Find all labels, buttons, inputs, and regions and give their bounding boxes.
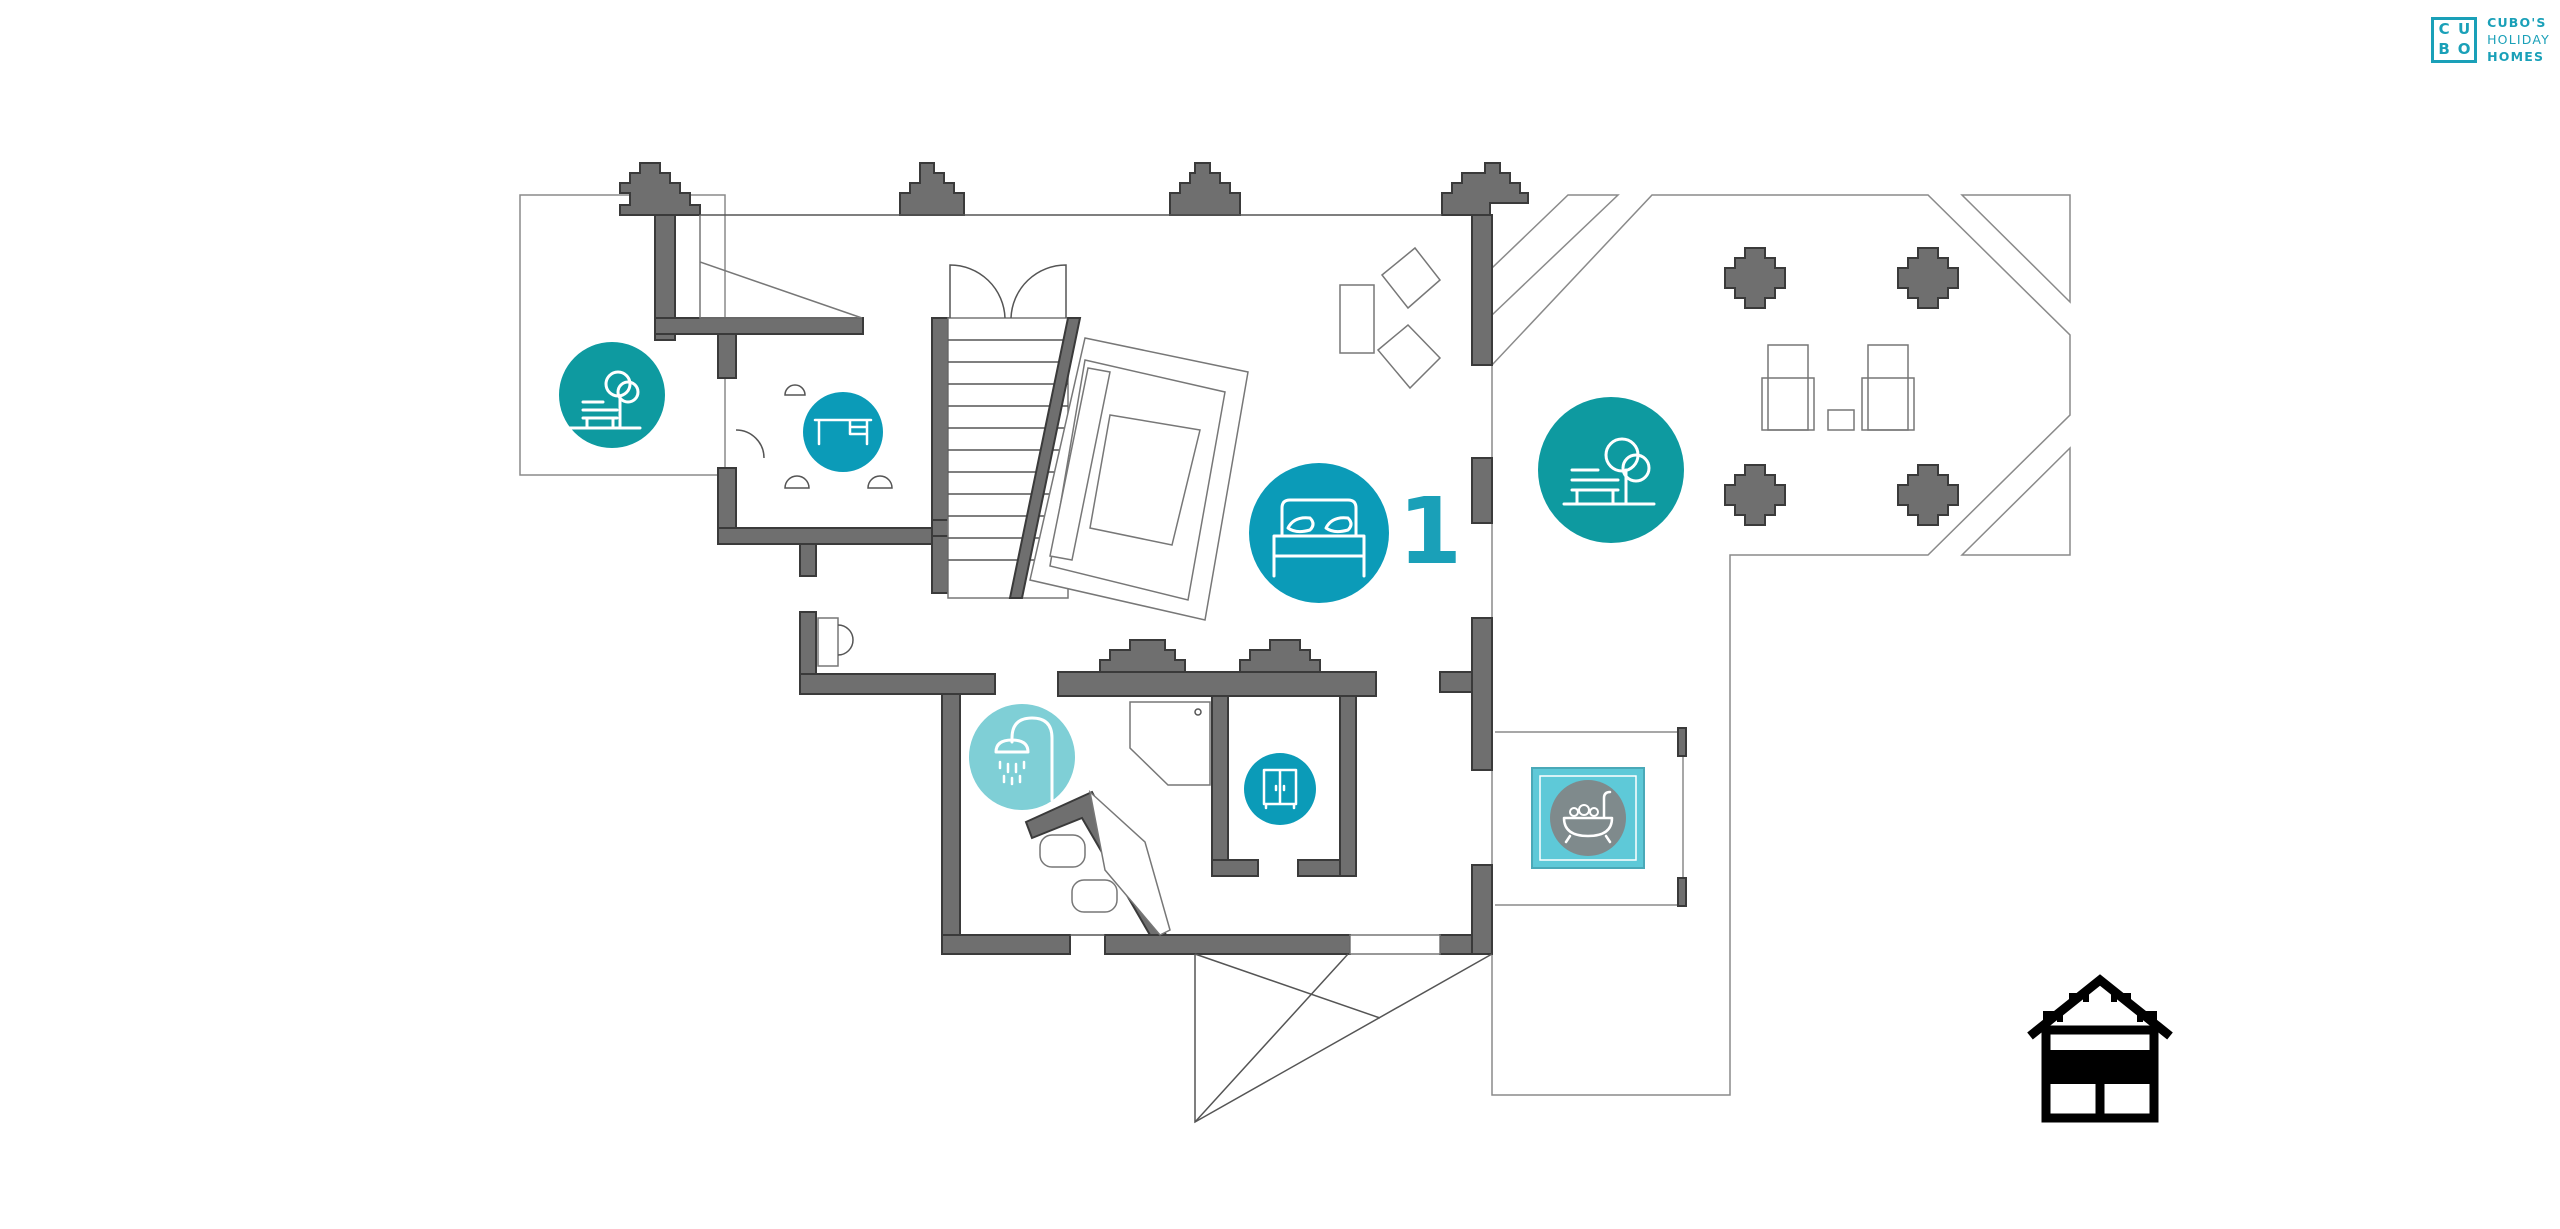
wall	[799, 673, 996, 695]
pillar	[899, 162, 965, 216]
bathtub-icon	[1531, 767, 1645, 869]
logo-line: HOMES	[2487, 49, 2545, 64]
stair-line	[1194, 953, 1381, 1019]
wall	[1297, 859, 1345, 877]
garden-bench-tree-icon	[1538, 397, 1684, 543]
stair-outline	[1194, 953, 1493, 1124]
wardrobe-icon	[1244, 753, 1316, 825]
double-door	[949, 264, 1006, 319]
pillar	[1897, 464, 1959, 526]
wall	[1471, 214, 1493, 366]
logo-letter: U	[2457, 20, 2471, 38]
interior-details	[699, 215, 1915, 1124]
garden-bench-tree-icon	[559, 342, 665, 448]
sun-lounger-arms	[1861, 377, 1915, 431]
wall	[1471, 457, 1493, 524]
light-fixture	[784, 475, 810, 489]
pillar	[1897, 247, 1959, 309]
shower-tray	[1129, 701, 1211, 786]
house-floor-icon	[2027, 974, 2173, 1123]
corridor-outline	[699, 215, 863, 319]
wall	[654, 317, 864, 335]
wall	[717, 333, 737, 379]
wall	[717, 527, 934, 545]
bed-pillows	[1049, 367, 1111, 561]
stair-railing	[1008, 317, 1082, 599]
sun-lounger	[1867, 344, 1909, 431]
appliance-curve	[837, 624, 854, 656]
pillar	[619, 162, 701, 216]
bidet	[1071, 879, 1118, 913]
armchair	[1380, 246, 1442, 310]
cubos-logo: C U B O CUBO'S HOLIDAY HOMES	[2431, 14, 2550, 65]
wall	[941, 693, 961, 955]
double-door	[1010, 264, 1067, 319]
vanity	[1088, 789, 1171, 936]
logo-letter: O	[2457, 40, 2471, 58]
pillar	[1169, 162, 1241, 216]
wall	[1439, 671, 1473, 693]
wall	[1211, 695, 1229, 877]
side-table	[1827, 409, 1855, 431]
wall	[1104, 934, 1351, 955]
toilet	[1039, 834, 1086, 868]
pillar	[1099, 639, 1186, 673]
logo-line: CUBO'S	[2487, 15, 2547, 30]
pillars	[619, 162, 1959, 673]
sun-lounger-arms	[1761, 377, 1815, 431]
window	[1349, 934, 1441, 955]
wall	[1677, 877, 1687, 907]
stair-line	[1194, 953, 1349, 1123]
light-fixture	[784, 384, 806, 396]
wall	[1339, 695, 1357, 877]
logo-line: HOLIDAY	[2487, 32, 2550, 47]
desk-icon	[803, 392, 883, 472]
bedroom-number: 1	[1398, 478, 1463, 585]
side-table	[1339, 284, 1375, 354]
bath-terrace-outline	[1495, 731, 1684, 906]
wall	[941, 934, 1071, 955]
pillar	[1724, 464, 1786, 526]
double-bed-icon	[1249, 463, 1389, 603]
door-swing	[735, 429, 765, 459]
wall	[1211, 859, 1259, 877]
wall	[1057, 671, 1377, 697]
wall	[654, 214, 676, 341]
wall	[1677, 727, 1687, 757]
wall	[1471, 617, 1493, 771]
armchair	[1376, 323, 1442, 390]
terrace-corner-bottom	[1960, 446, 2071, 556]
wall	[799, 543, 817, 577]
light-fixture	[867, 475, 893, 489]
wall	[931, 317, 949, 594]
terrace-corner-top	[1960, 194, 2071, 304]
logo-mark: C U B O	[2431, 16, 2478, 63]
pillar	[1441, 162, 1529, 216]
sun-lounger	[1767, 344, 1809, 431]
wall	[1471, 864, 1493, 955]
terrace-area	[1491, 194, 2071, 1096]
logo-wordmark: CUBO'S HOLIDAY HOMES	[2487, 14, 2550, 65]
drain	[1194, 708, 1202, 716]
shower-icon	[969, 704, 1075, 810]
pillar	[1724, 247, 1786, 309]
logo-letter: C	[2438, 20, 2450, 38]
bed-duvet	[1089, 414, 1201, 546]
logo-letter: B	[2438, 40, 2450, 58]
pillar	[1239, 639, 1321, 673]
appliance	[817, 617, 839, 667]
